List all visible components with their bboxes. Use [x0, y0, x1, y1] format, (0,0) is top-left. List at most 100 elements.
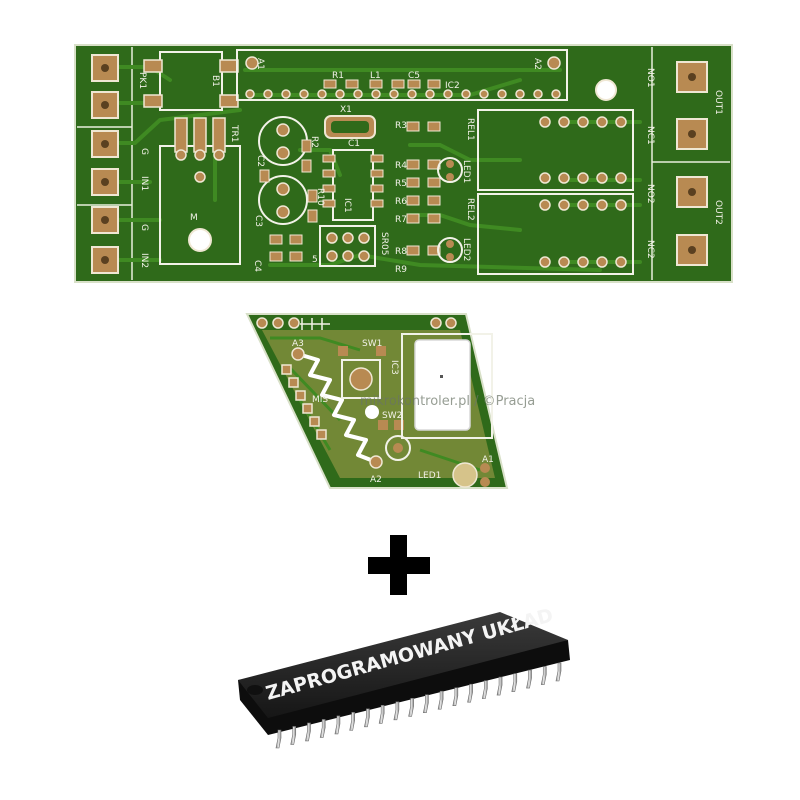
small-pcb-labels: SW1 SW2 IC3 A3 A2 A1 LED1 MIS: [292, 339, 494, 485]
label-m-small: MIS: [312, 395, 328, 405]
chip-pin: [305, 722, 311, 742]
chip-pin: [290, 726, 297, 745]
label-m: M: [190, 213, 198, 223]
label-in1: IN1: [139, 176, 149, 191]
chip-pins-front: [275, 662, 562, 749]
label-r3: R3: [395, 121, 407, 131]
label-r8: R8: [395, 247, 407, 257]
chip-pin: [393, 701, 400, 721]
label-r10: R10: [315, 188, 325, 206]
label-pin5: 5: [312, 255, 318, 265]
label-ic3: IC3: [389, 360, 399, 375]
label-a1-small: A1: [482, 455, 494, 465]
label-led2: LED2: [461, 238, 471, 261]
output-connector-pads: [676, 61, 708, 266]
label-ic1: IC1: [342, 198, 352, 213]
label-no2: NO2: [645, 184, 655, 204]
label-r6: R6: [395, 197, 407, 207]
chip-pin: [378, 705, 385, 724]
smd-components: [259, 121, 441, 262]
chip-pin: [540, 666, 547, 685]
label-ic2: IC2: [445, 81, 460, 91]
switch-sw2: [378, 420, 411, 461]
voltage-regulator: [159, 117, 241, 265]
label-rel2: REL2: [465, 198, 475, 221]
top-header-pins: [245, 89, 561, 99]
programming-header: [319, 225, 376, 267]
top-right-hole: [595, 79, 617, 101]
chip-pin: [364, 708, 370, 728]
label-sr05: SR05: [379, 232, 389, 255]
crystal-oscillator: [324, 115, 376, 139]
watermark-text: mikrokontroler.pl / ©Pracja: [360, 394, 535, 409]
antenna-trace: [297, 352, 377, 464]
label-c5: C5: [408, 71, 420, 81]
label-g1: G: [139, 148, 149, 155]
relay-1: [477, 109, 634, 191]
label-c1: C1: [348, 139, 360, 149]
chip-pin: [423, 694, 429, 714]
label-sw1: SW1: [362, 339, 382, 349]
chip-pin: [481, 680, 488, 699]
small-top-pins: [256, 317, 457, 329]
label-a3: A3: [292, 339, 304, 349]
label-in2: IN2: [139, 253, 149, 268]
label-r4: R4: [395, 161, 407, 171]
label-out2: OUT2: [713, 200, 723, 225]
small-top-marks: [300, 318, 330, 330]
ic3-module: [401, 333, 493, 439]
header-smd-parts: [323, 79, 441, 89]
label-led1: LED1: [461, 160, 471, 183]
label-x1: X1: [340, 105, 352, 115]
chip-pin: [555, 662, 562, 682]
chip-pin: [452, 687, 459, 706]
label-led1-small: LED1: [418, 471, 441, 481]
label-pk1: PK1: [137, 72, 147, 89]
label-b1: B1: [210, 75, 220, 87]
label-a1: A1: [255, 58, 265, 70]
electrolytic-capacitors: [258, 116, 308, 225]
label-l1: L1: [370, 71, 381, 81]
label-r5: R5: [395, 179, 407, 189]
label-no1: NO1: [645, 68, 655, 88]
label-nc2: NC2: [645, 240, 655, 259]
small-pcb-hole: [365, 405, 379, 419]
chip-pin: [526, 669, 532, 689]
label-rel1: REL1: [465, 118, 475, 141]
small-left-pins: [281, 364, 327, 440]
label-c4: C4: [252, 260, 262, 272]
input-connector-pads: [91, 54, 119, 274]
label-r9: R9: [395, 265, 407, 275]
label-a2-small: A2: [370, 475, 382, 485]
label-r2: R2: [309, 136, 319, 148]
top-header-box: [236, 49, 568, 101]
antenna-pad-a3: [291, 347, 305, 361]
chip-pin: [334, 715, 341, 735]
microcontroller-footprint: [322, 149, 384, 221]
relay-2: [477, 193, 634, 275]
chip-side: [238, 640, 570, 735]
status-leds: [437, 157, 463, 263]
mounting-hole: [188, 228, 212, 252]
antenna-pad-a2: [369, 455, 383, 469]
label-r1: R1: [332, 71, 344, 81]
chip-pin: [275, 729, 282, 749]
chip-notch: [247, 685, 263, 695]
switch-sw1: [338, 346, 386, 399]
bridge-rectifier: [143, 51, 239, 111]
label-c2: C2: [255, 155, 265, 167]
label-sw2: SW2: [382, 411, 402, 421]
label-c3: C3: [253, 215, 263, 227]
label-r7: R7: [395, 215, 407, 225]
label-nc1: NC1: [645, 126, 655, 145]
label-g2: G: [139, 224, 149, 231]
pcb-silkscreen-labels: PK1 B1 A1 A2 R1 L1 C5 IC2 X1 TR1 C1 C2 C…: [137, 58, 723, 275]
chip-pin: [511, 673, 518, 692]
small-led: [452, 462, 490, 488]
label-tr1: TR1: [229, 124, 239, 142]
label-a2: A2: [532, 58, 542, 70]
chip-pin: [467, 683, 473, 703]
